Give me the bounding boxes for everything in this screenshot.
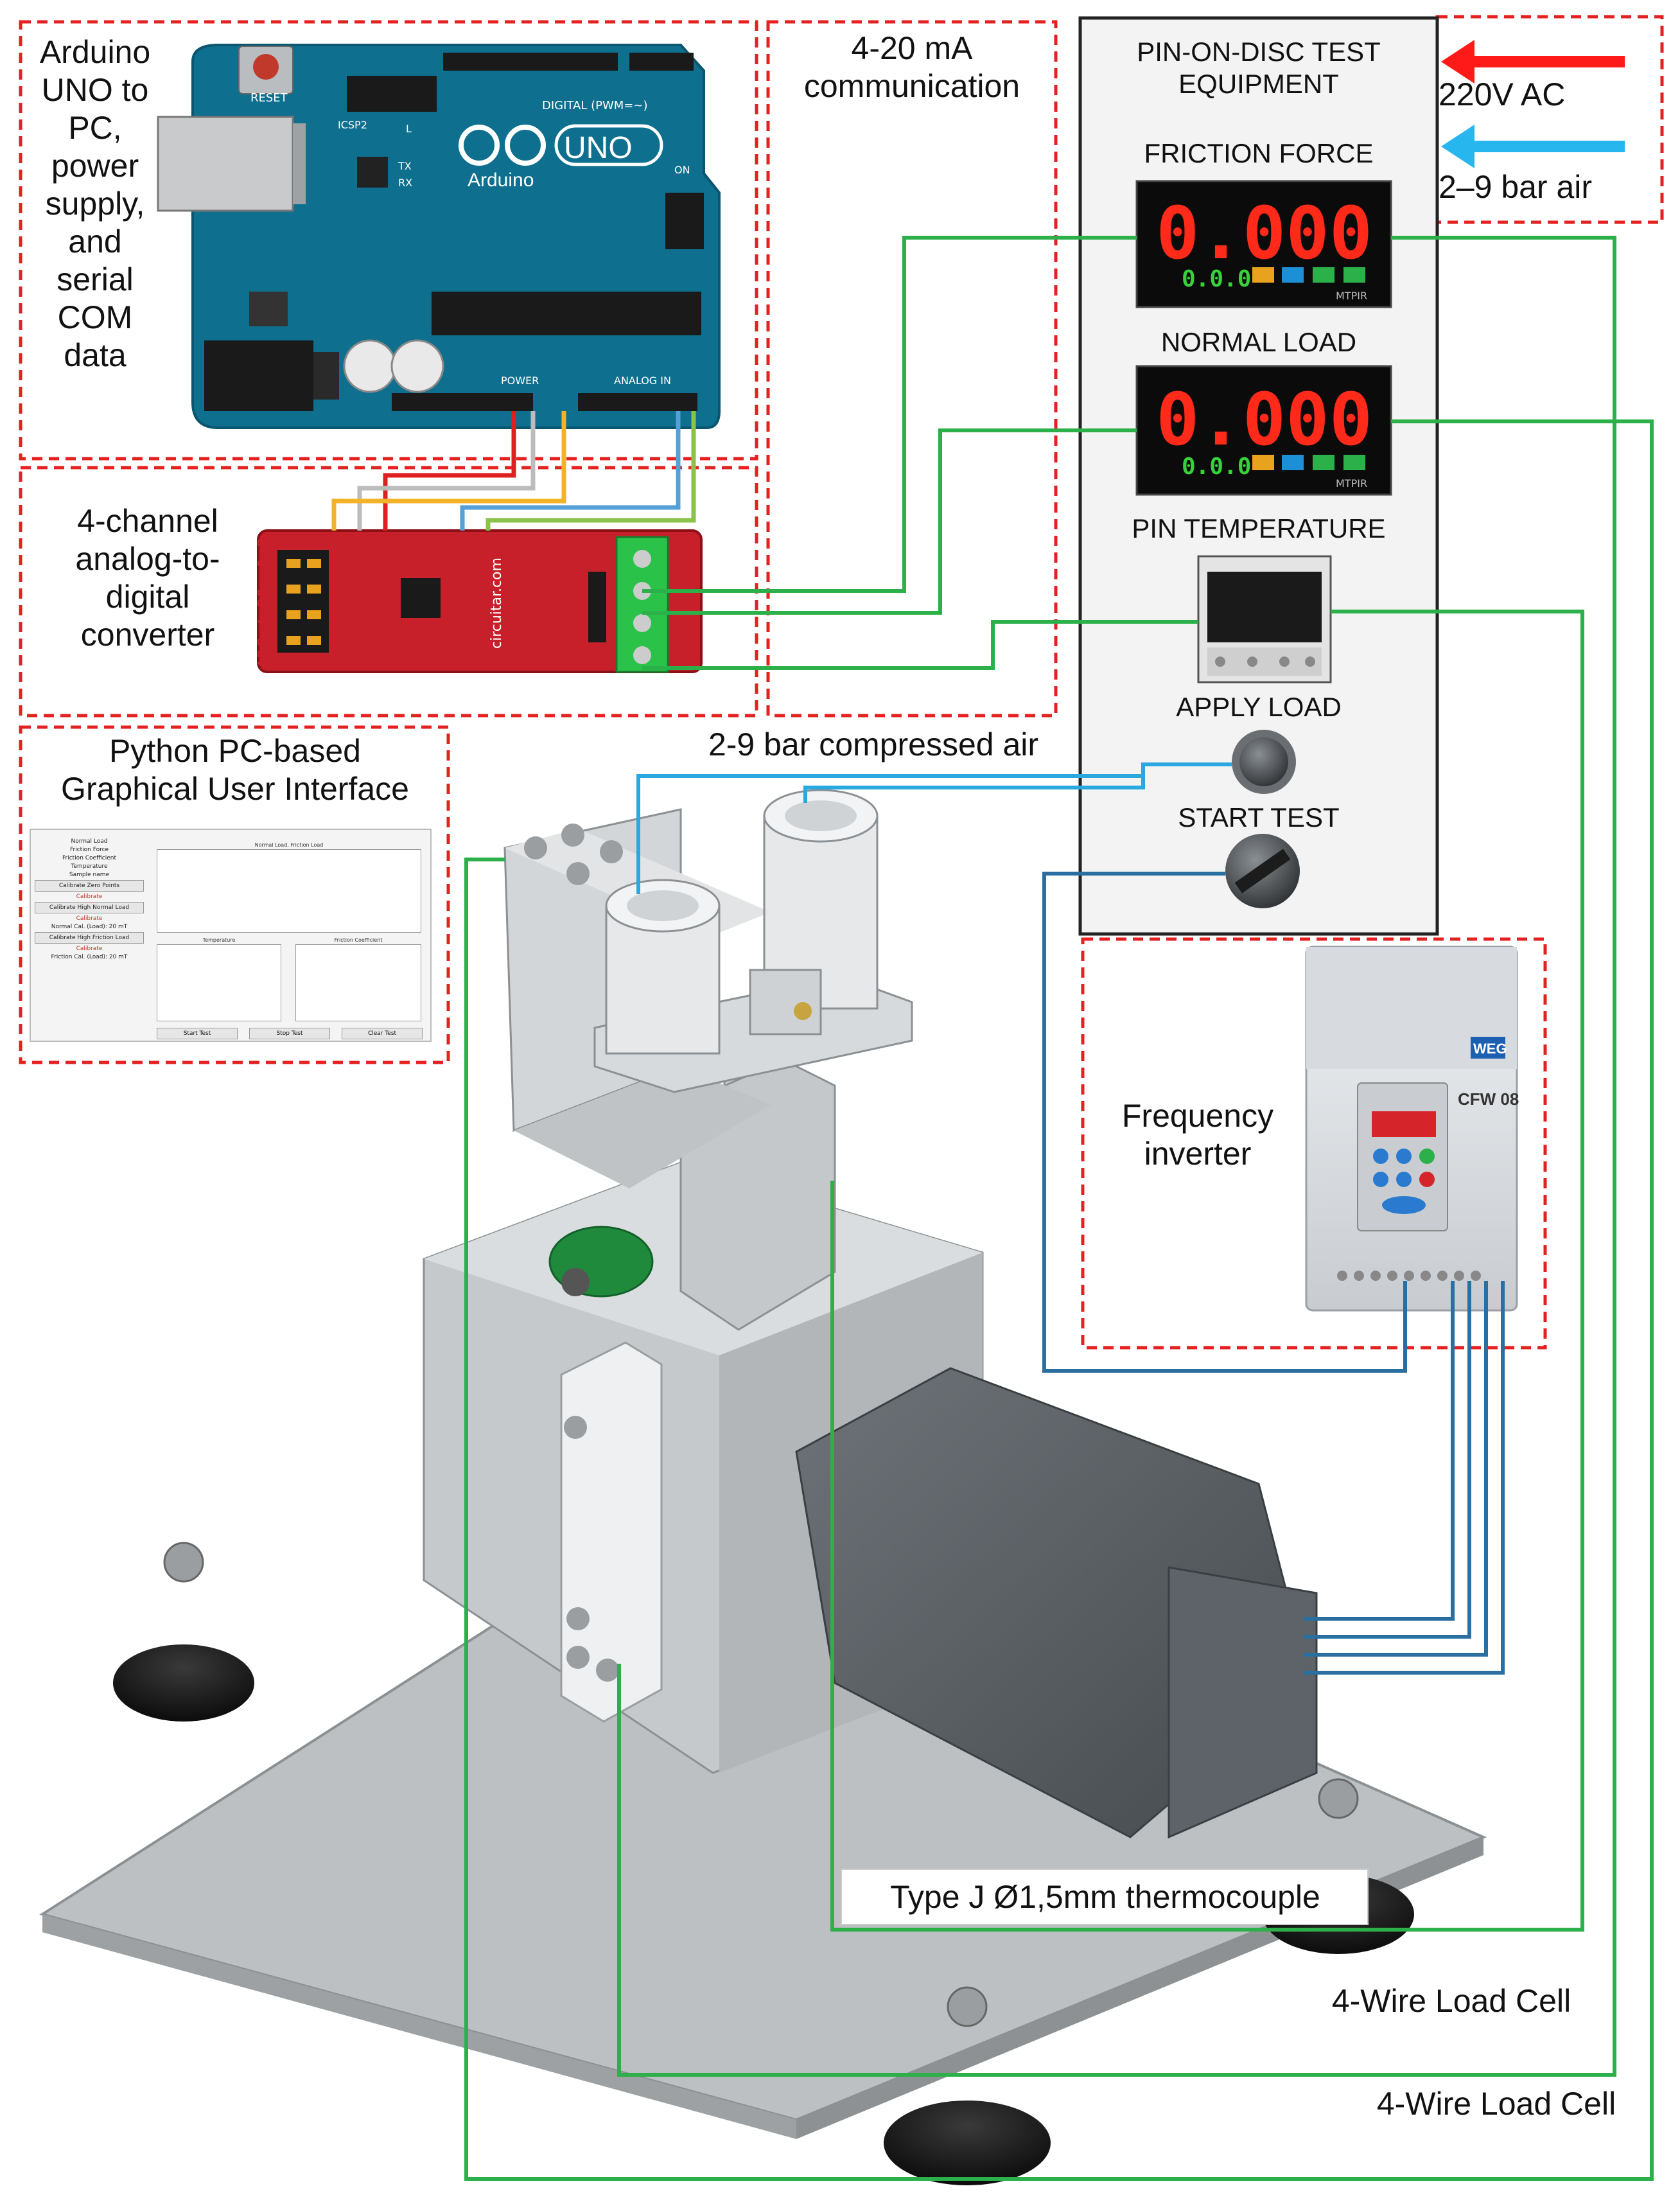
normal-load-value: 0.000 <box>1156 378 1372 462</box>
pin-temperature-label: PIN TEMPERATURE <box>1132 513 1386 543</box>
power-jack <box>204 340 313 411</box>
input-arrows <box>1441 40 1625 168</box>
friction-force-value: 0.000 <box>1156 192 1372 276</box>
inverter-brand: WEG <box>1473 1041 1507 1057</box>
compressed-air-caption: 2-9 bar compressed air <box>708 727 1039 762</box>
gui-plot-right-title: Friction Coefficient <box>334 937 383 943</box>
power-arrow-icon <box>1441 40 1474 84</box>
power-in-caption: 220V AC <box>1439 76 1566 112</box>
normal-load-sub: 0.0.0 <box>1182 454 1251 480</box>
gui-plot-left-title: Temperature <box>202 937 236 943</box>
start-test-label: START TEST <box>1178 802 1340 832</box>
gui-normal-load: Normal Load <box>71 838 108 845</box>
inverter-model: CFW 08 <box>1458 1089 1519 1109</box>
adc-name: ADC 4-20 v1.2 <box>255 538 274 669</box>
compressed-air-line-2 <box>803 776 1145 803</box>
panel-title: PIN-ON-DISC TEST EQUIPMENT <box>1137 37 1381 99</box>
usb-port <box>157 116 294 212</box>
air-in-caption: 2–9 bar air <box>1439 169 1593 205</box>
gui-screenshot: Normal Load Friction Force Friction Coef… <box>30 829 432 1042</box>
gui-calibrate-label-3: Calibrate <box>76 946 103 952</box>
gui-sidebar: Normal Load Friction Force Friction Coef… <box>35 836 144 962</box>
gui-friction-force: Friction Force <box>69 847 109 853</box>
gui-temperature: Temperature <box>71 863 108 870</box>
signal-wires <box>464 236 1654 2181</box>
gui-plot-left: Temperature <box>157 937 281 1021</box>
adc-brand: circuitar.com <box>489 558 505 649</box>
box-arduino <box>19 20 758 461</box>
tx-label: TX <box>398 160 412 172</box>
start-test-knob <box>1225 834 1300 908</box>
control-panel: 0.000 0.0.0 MTPIR 0.000 0.0.0 MTPIR <box>1078 16 1439 936</box>
gui-calibrate-label-2: Calibrate <box>76 915 103 922</box>
gui-calibrate-label-1: Calibrate <box>76 894 103 900</box>
reset-label: RESET <box>250 91 288 105</box>
load-cell-caption-2: 4-Wire Load Cell <box>1376 2086 1616 2122</box>
adc-caption: 4-channel analog-to- digital converter <box>75 503 220 653</box>
friction-force-sub: 0.0.0 <box>1182 266 1251 292</box>
friction-force-label: FRICTION FORCE <box>1144 138 1374 168</box>
friction-force-display: 0.000 0.0.0 MTPIR <box>1135 180 1392 308</box>
box-gui <box>19 725 450 1064</box>
gui-caption: Python PC-based Graphical User Interface <box>61 733 409 807</box>
gui-clear-test-button: Clear Test <box>342 1028 423 1039</box>
gui-normal-cal: Normal Cal. (Load): 20 mT <box>51 924 128 930</box>
arduino-logo-icon <box>459 125 546 166</box>
air-arrow-icon <box>1441 125 1474 168</box>
apply-load-label: APPLY LOAD <box>1176 692 1342 722</box>
apply-load-knob <box>1232 730 1296 794</box>
power-label: POWER <box>501 374 539 387</box>
arduino-uno-board: RESET UNO Arduino DIGITAL (PWM=~) POWER … <box>157 44 721 429</box>
jumper-wires <box>331 411 696 531</box>
thermocouple-label-box <box>841 1869 1369 1925</box>
comm-caption: 4-20 mA communication <box>803 30 1020 104</box>
power-header <box>392 393 533 411</box>
load-cell-bar <box>560 1341 663 1723</box>
normal-load-label: NORMAL LOAD <box>1160 327 1357 357</box>
arduino-caption: Arduino UNO to PC, power supply, and ser… <box>39 34 151 373</box>
motor-wires <box>1042 872 1505 1675</box>
board-brand: Arduino <box>468 170 534 191</box>
gui-friction-coefficient: Friction Coefficient <box>62 855 117 861</box>
rx-label: RX <box>398 177 412 189</box>
gui-sample-name: Sample name <box>69 872 110 878</box>
box-inverter <box>1081 937 1547 1350</box>
digital-header <box>443 53 618 71</box>
gui-start-test-button: Start Test <box>157 1028 238 1039</box>
on-label: ON <box>674 164 690 176</box>
icsp2-label: ICSP2 <box>338 119 367 131</box>
gui-plot-right: Friction Coefficient <box>295 937 421 1021</box>
temperature-controller <box>1197 555 1332 683</box>
frequency-inverter-caption: Frequency inverter <box>1121 1098 1274 1172</box>
l-label: L <box>406 123 412 135</box>
atmega-chip <box>432 292 701 335</box>
frequency-inverter-unit: WEG CFW 08 <box>1305 946 1519 1312</box>
gui-calibrate-friction-button: Calibrate High Friction Load <box>35 932 144 944</box>
gui-plot-top: Normal Load, Friction Load <box>157 842 421 933</box>
gui-calibrate-normal-button: Calibrate High Normal Load <box>35 902 144 913</box>
thermocouple-caption: Type J Ø1,5mm thermocouple <box>890 1879 1320 1915</box>
group-boxes <box>19 15 1664 1350</box>
normal-load-display: 0.000 0.0.0 MTPIR <box>1135 365 1392 496</box>
foot-front <box>884 2101 1051 2185</box>
foot-left <box>113 1644 254 1722</box>
gui-friction-cal: Friction Cal. (Load): 20 mT <box>51 954 128 960</box>
normal-display-brand: MTPIR <box>1336 477 1367 489</box>
gui-stop-test-button: Stop Test <box>249 1028 330 1039</box>
gui-plot-top-title: Normal Load, Friction Load <box>254 842 324 848</box>
load-cell-caption-1: 4-Wire Load Cell <box>1331 1983 1571 2019</box>
board-model: UNO <box>564 131 633 165</box>
digital-label: DIGITAL (PWM=~) <box>542 99 647 112</box>
analog-in-label: ANALOG IN <box>614 374 671 387</box>
pin-on-disc-rig <box>39 789 1487 2185</box>
analog-header <box>578 393 697 411</box>
gui-calibrate-zero-button: Calibrate Zero Points <box>35 880 144 892</box>
box-comm <box>766 20 1058 718</box>
adc-converter-board: circuitar.com ADC 4-20 v1.2 <box>255 529 703 673</box>
friction-display-brand: MTPIR <box>1336 290 1367 302</box>
